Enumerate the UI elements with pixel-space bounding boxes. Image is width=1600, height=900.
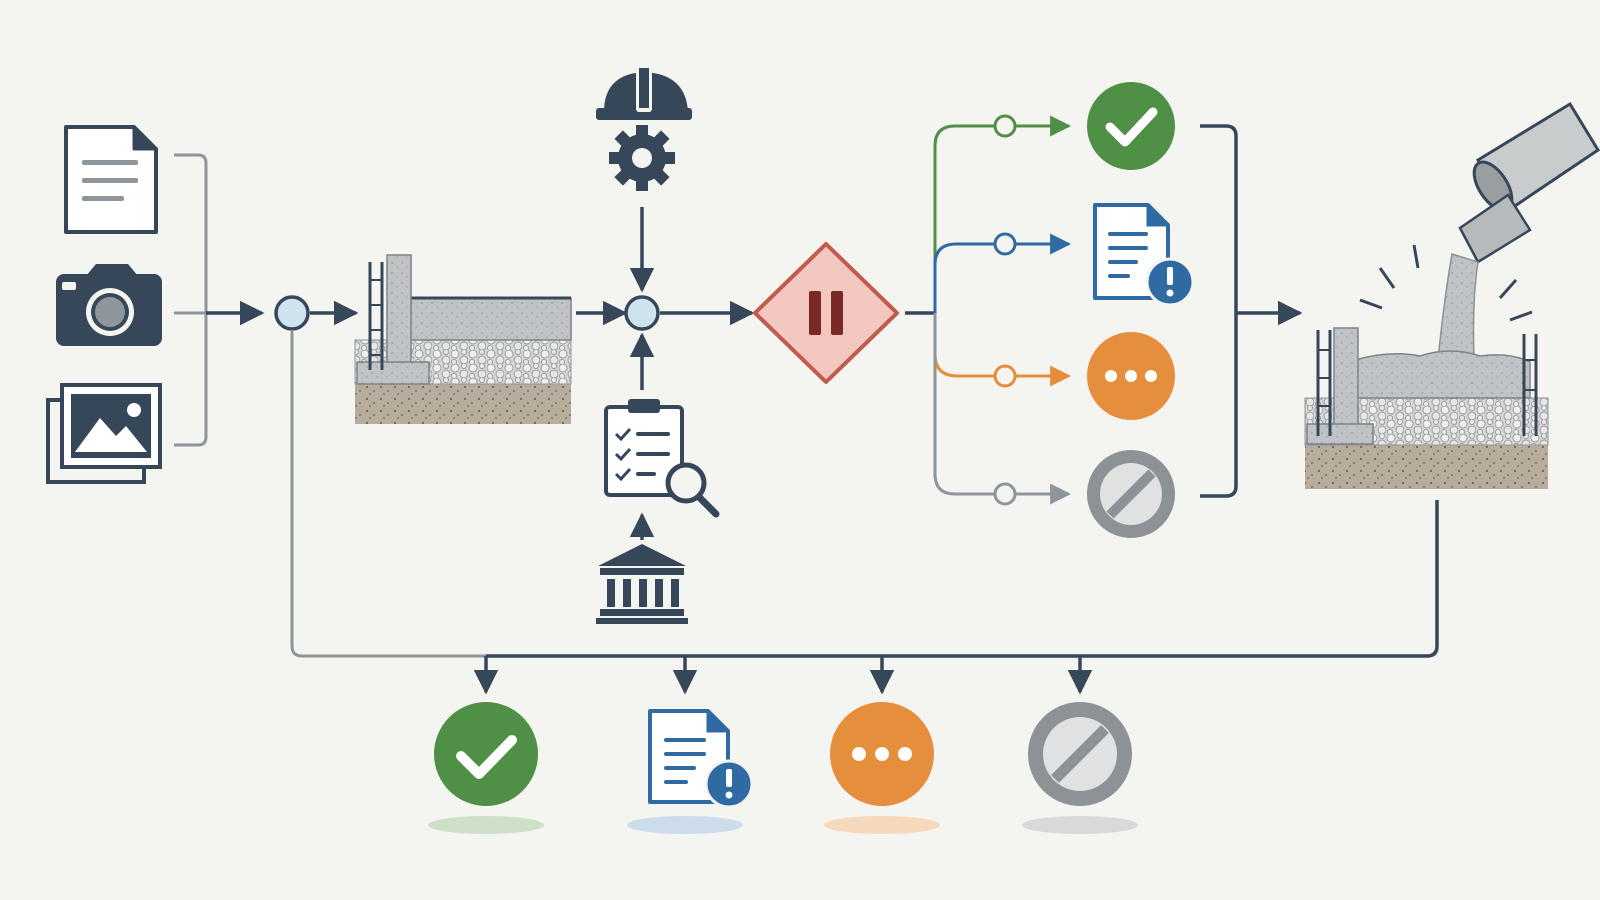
photos-icon — [46, 383, 162, 484]
foundation-subgrade-icon — [354, 254, 572, 424]
branch-comments — [933, 233, 1072, 313]
checklist-inspection-icon — [604, 399, 720, 518]
shadow-rejected — [1022, 816, 1138, 834]
branch-rejected-node — [993, 482, 1017, 506]
shadow-comments — [627, 816, 743, 834]
concrete-pour-icon — [1304, 101, 1600, 489]
branch-approved — [933, 115, 1072, 313]
prohibited-icon — [1028, 702, 1132, 806]
junction-node-2 — [624, 295, 660, 331]
branch-pending-node — [993, 364, 1017, 388]
ellipsis-circle-icon — [1087, 332, 1175, 420]
document-alert-icon — [648, 709, 754, 809]
camera-icon — [56, 264, 162, 346]
government-building-icon — [596, 544, 688, 624]
shadow-pending — [824, 816, 940, 834]
record-line-left — [290, 330, 486, 658]
document-icon — [64, 125, 158, 234]
pause-diamond-icon — [753, 242, 899, 384]
prohibited-icon — [1087, 450, 1175, 538]
inputs-bracket — [174, 153, 208, 447]
branch-approved-node — [993, 114, 1017, 138]
hard-hat-icon — [596, 68, 692, 120]
branch-rejected — [933, 313, 1072, 505]
outcomes-bracket — [1200, 124, 1238, 498]
document-alert-icon — [1093, 203, 1195, 307]
junction-node-1 — [274, 295, 310, 331]
shadow-approved — [428, 816, 544, 834]
gear-icon — [609, 125, 675, 191]
check-circle-icon — [1087, 82, 1175, 170]
branch-comments-node — [993, 232, 1017, 256]
ellipsis-circle-icon — [830, 702, 934, 806]
check-circle-icon — [434, 702, 538, 806]
record-line-right — [486, 500, 1439, 658]
